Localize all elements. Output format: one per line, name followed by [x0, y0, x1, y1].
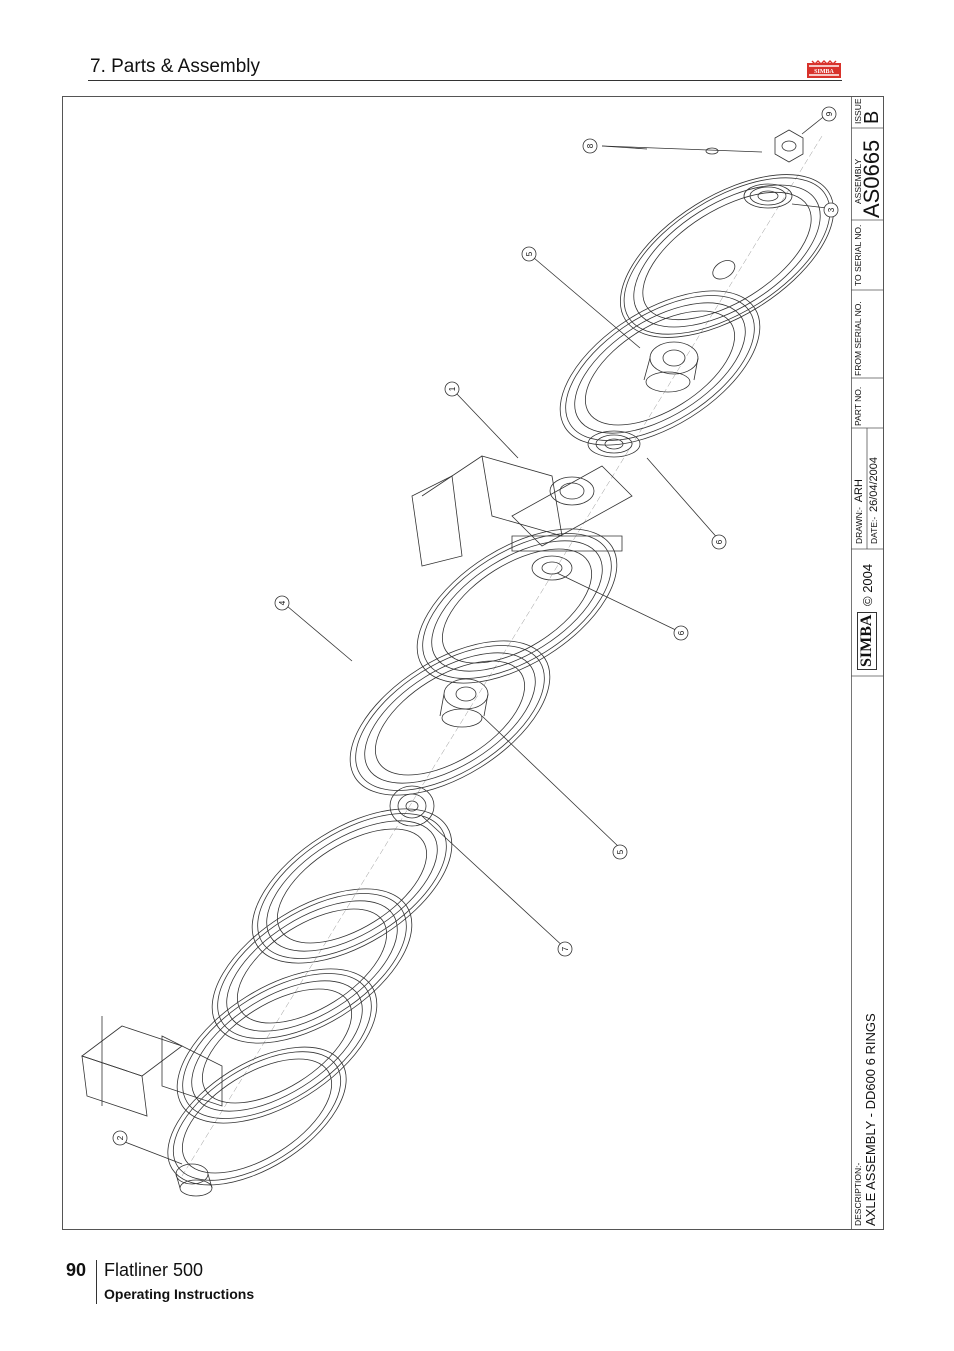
issue-value: B	[861, 110, 883, 124]
disc-2	[559, 290, 761, 446]
disc-8	[167, 1046, 347, 1186]
exploded-axle-drawing: 1 2 3 4 5 5 6 6 7 8 9	[62, 96, 852, 1230]
part-no-label: PART NO.	[853, 386, 863, 426]
title-block-logo: SIMBA	[857, 611, 877, 670]
bearing-housing-6	[587, 430, 641, 458]
simba-logo: SIMBA	[806, 60, 842, 80]
spacer-5b	[439, 678, 489, 728]
axle-end	[175, 1163, 213, 1197]
callout-2: 2	[116, 1135, 125, 1140]
callout-1: 1	[448, 386, 457, 391]
callout-6b: 6	[677, 630, 686, 635]
drawn-by: ARH	[853, 479, 865, 503]
title-block: ISSUE B ASSEMBLY AS0665 TO SERIAL NO. FR…	[851, 96, 884, 1230]
date-label: DATE:- 26/04/2004	[868, 456, 880, 544]
header-rule	[88, 80, 842, 81]
footer-divider	[96, 1260, 97, 1304]
callout-4: 4	[278, 600, 287, 605]
callout-8: 8	[586, 143, 595, 148]
disc-3	[416, 528, 618, 684]
footer-subtitle: Operating Instructions	[104, 1286, 255, 1302]
bearing-7	[389, 785, 435, 827]
simba-logo-text: SIMBA	[814, 69, 834, 75]
bracket-lower	[81, 1016, 223, 1117]
callout-3: 3	[827, 207, 836, 212]
spacer-5a	[643, 341, 699, 393]
footer-product: Flatliner 500	[104, 1260, 204, 1280]
nut-9	[774, 129, 804, 163]
callout-5a: 5	[525, 251, 534, 256]
disc-7	[176, 968, 378, 1124]
disc-4	[349, 640, 551, 796]
copyright: © 2004	[860, 563, 875, 606]
date-value: 26/04/2004	[868, 456, 880, 513]
bracket-upper	[411, 455, 633, 567]
description-value: AXLE ASSEMBLY - DD600 6 RINGS	[863, 1013, 878, 1226]
callout-5b: 5	[616, 849, 625, 854]
description-label: DESCRIPTION:-	[853, 1162, 863, 1226]
callout-7: 7	[561, 946, 570, 951]
callout-9: 9	[825, 111, 834, 116]
assembly-number: AS0665	[859, 139, 884, 218]
split-pin-8	[601, 145, 763, 153]
page-number: 90	[66, 1260, 87, 1280]
from-serial-label: FROM SERIAL NO.	[853, 301, 863, 376]
bearing-6b	[531, 555, 573, 581]
page-header-title: 7. Parts & Assembly	[90, 56, 261, 77]
disc-5	[251, 808, 453, 964]
callout-6a: 6	[715, 539, 724, 544]
to-serial-label: TO SERIAL NO.	[853, 224, 863, 286]
drawn-label: DRAWN:- ARH	[853, 479, 865, 544]
bearing-housing-top	[743, 183, 793, 209]
disc-6	[211, 888, 413, 1044]
